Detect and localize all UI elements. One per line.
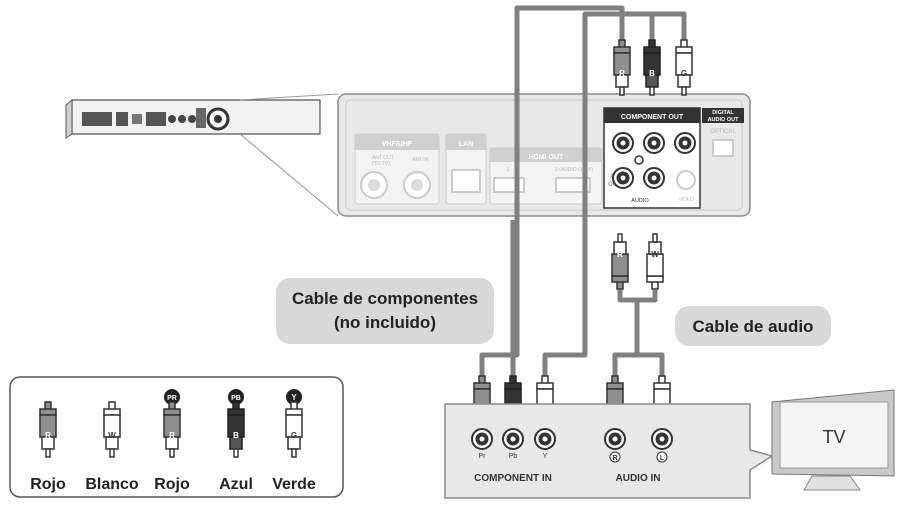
player-device (65, 98, 321, 139)
tv-jack-pr-label: Pr (479, 453, 487, 460)
ant-out-sub: (TO TV) (372, 161, 390, 167)
digital-audio-out-label: DIGITAL (712, 110, 734, 116)
plug-letter-blue: B (649, 69, 655, 78)
tv-jack-y-label: Y (543, 453, 548, 460)
tv-jack-audio-l (651, 428, 673, 450)
tv-device: TV (771, 389, 895, 491)
component-cable-blue (542, 11, 655, 380)
audio-cable-label: Cable de audio (675, 306, 831, 346)
legend-badge-pr: PR (167, 395, 177, 402)
color-legend: PR PB Y R W R B G Rojo Blanco Rojo Azul … (9, 376, 344, 498)
av-out-sub: OUT (608, 182, 621, 188)
component-cable-subtitle: (no incluido) (334, 313, 436, 332)
legend-badge-y: Y (291, 393, 297, 402)
legend-label-blanco: Blanco (85, 476, 139, 493)
legend-badge-pb: PB (231, 395, 241, 402)
legend-label-rojo: Rojo (30, 476, 66, 493)
legend-plug-letter-red: R (45, 431, 51, 440)
ant-out-label: ANT OUT (372, 155, 394, 161)
legend-plug-letter-blue: B (233, 431, 239, 440)
component-cable-green (652, 11, 687, 40)
tv-jack-pb-label: Pb (509, 453, 518, 460)
legend-plug-letter-green: G (291, 431, 297, 440)
component-in-label: COMPONENT IN (474, 473, 552, 484)
legend-plug-letter-white: W (108, 431, 116, 440)
audio-cable-top (617, 290, 658, 303)
component-out-pr-jack (612, 132, 634, 154)
tv-jack-y (534, 428, 556, 450)
hdmi-1-label: 1 (507, 167, 510, 173)
audio-out-r-jack (612, 167, 634, 189)
audio-cable-split (612, 352, 665, 380)
component-cable-title: Cable de componentes (292, 289, 478, 308)
player-component-plugs: R B G (613, 39, 693, 96)
hdmi-2-label: 2 (AUDIO ONLY) (555, 167, 593, 173)
tv-input-panel: Pr Pb Y R L COMPONENT IN AUDIO IN (444, 403, 774, 499)
zoom-line-bottom (239, 133, 339, 217)
audio-out-label: AUDIO (631, 198, 649, 204)
legend-plug-letter-red-pr: R (169, 431, 175, 440)
optical-label: OPTICAL (710, 129, 736, 135)
audio-out-l-jack (643, 167, 665, 189)
tv-jack-pb (502, 428, 524, 450)
video-label: VIDEO (678, 197, 694, 203)
legend-plug-red (39, 401, 57, 458)
component-out-label: COMPONENT OUT (621, 114, 684, 121)
component-cable-label: Cable de componentes (no incluido) (276, 278, 494, 344)
player-audio-plugs: R W (611, 233, 664, 290)
audio-plug-letter-red: R (617, 250, 623, 259)
legend-plug-green (285, 401, 303, 458)
ant-in-label: ANT IN (412, 157, 429, 163)
legend-plug-white (103, 401, 121, 458)
tv-screen-text: TV (822, 427, 845, 447)
digital-audio-out-sub: AUDIO OUT (708, 117, 740, 123)
legend-label-verde: Verde (272, 476, 316, 493)
hdmi-out-label: HDMI OUT (529, 154, 564, 161)
audio-plug-letter-white: W (651, 250, 659, 259)
legend-label-rojo-pr: Rojo (154, 476, 190, 493)
tv-jack-pr (471, 428, 493, 450)
legend-plug-blue (227, 401, 245, 458)
audio-in-label: AUDIO IN (616, 473, 661, 484)
zoom-line-top (239, 93, 339, 101)
player-rear-panel: VHF/UHF ANT OUT (TO TV) ANT IN LAN HDMI … (337, 93, 751, 217)
audio-cable-title: Cable de audio (693, 317, 814, 336)
cables (479, 5, 687, 380)
legend-plug-red-pr (163, 401, 181, 458)
component-out-y-jack (674, 132, 696, 154)
tv-jack-audio-r (604, 428, 626, 450)
component-out-pb-jack (643, 132, 665, 154)
vhf-uhf-label: VHF/UHF (382, 141, 413, 148)
tv-jack-l-label: L (660, 455, 665, 462)
legend-label-azul: Azul (219, 476, 253, 493)
tv-jack-r-label: R (612, 455, 617, 462)
plug-letter-green: G (681, 69, 687, 78)
lan-label: LAN (459, 141, 473, 148)
plug-letter-red: R (619, 69, 625, 78)
